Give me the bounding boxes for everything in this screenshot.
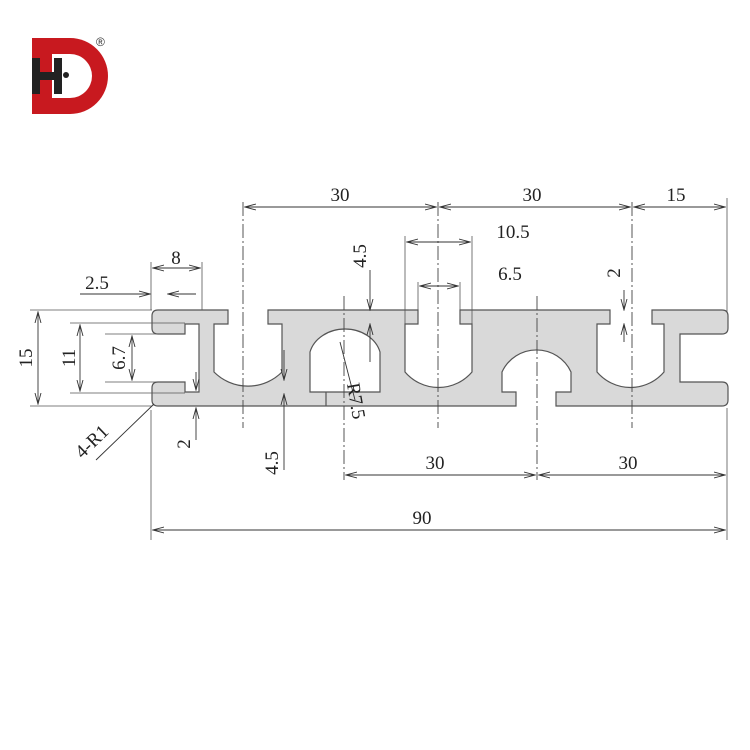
dimension-labels: 30 30 15 10.5 6.5 8 2.5 4.5 2 15 11 6.7 … xyxy=(16,185,686,529)
dim-end-lip: 2.5 xyxy=(85,273,109,294)
dim-bottom-wall: 4.5 xyxy=(262,451,283,475)
dim-right-lip: 2 xyxy=(604,268,625,278)
dim-slot-open: 10.5 xyxy=(496,222,529,243)
dim-top-pitch-1: 30 xyxy=(331,185,350,206)
dim-bottom-pitch-1: 30 xyxy=(426,453,445,474)
dim-height: 15 xyxy=(16,349,37,368)
dim-slot-depth: 6.7 xyxy=(109,346,130,370)
extension-lines xyxy=(30,198,728,540)
dim-radius: R7.5 xyxy=(342,381,369,421)
dim-bottom-lip: 2 xyxy=(174,439,195,449)
dim-top-wall: 4.5 xyxy=(350,244,371,268)
dim-top-pitch-2: 30 xyxy=(523,185,542,206)
dim-overall-width: 90 xyxy=(413,508,432,529)
brand-logo: ® xyxy=(32,35,108,114)
dim-slot-inner: 6.5 xyxy=(498,264,522,285)
dim-corner-radius: 4-R1 xyxy=(71,421,113,463)
dim-top-end: 15 xyxy=(667,185,686,206)
dim-inner-height: 11 xyxy=(59,349,80,367)
dim-end-slot-width: 8 xyxy=(171,248,181,269)
dim-bottom-pitch-2: 30 xyxy=(619,453,638,474)
extrusion-profile xyxy=(151,309,729,407)
registered-mark: ® xyxy=(96,35,105,49)
dimension-lines xyxy=(38,207,725,530)
center-lines xyxy=(242,202,633,480)
